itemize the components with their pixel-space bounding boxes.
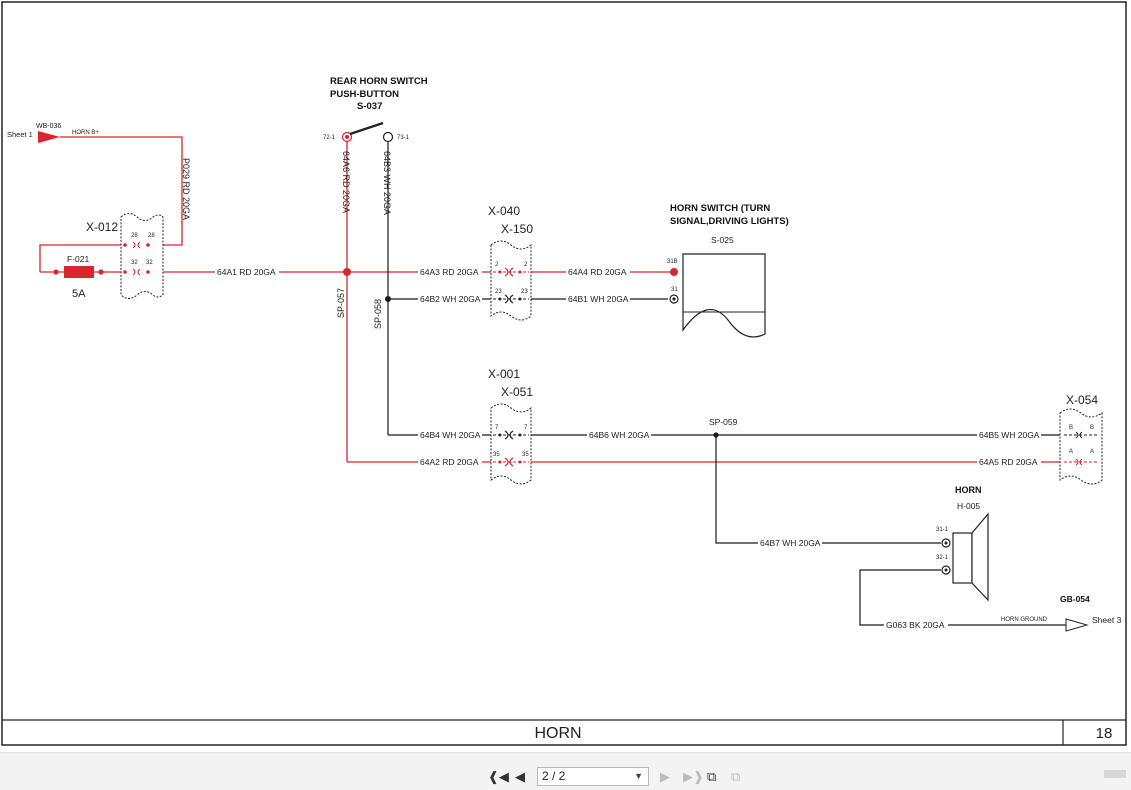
sheet-border	[1, 1, 1127, 746]
wire-label-g063: G063 BK 20GA	[886, 620, 945, 630]
svg-text:72-1: 72-1	[323, 135, 336, 141]
connector-x001-x051: X-001 X-051 7 7 35 35	[488, 367, 533, 485]
chevron-down-icon: ▼	[634, 771, 643, 781]
wire-label-64a3: 64A3 RD 20GA	[420, 267, 479, 277]
sheet-page-number: 18	[1096, 725, 1113, 742]
wire-label-64b2: 64B2 WH 20GA	[420, 294, 481, 304]
offsheet-arrow-sheet1	[38, 131, 60, 143]
svg-text:A: A	[1069, 449, 1073, 455]
wire-label-64b7: 64B7 WH 20GA	[760, 538, 821, 548]
fuse-id-label: F-021	[67, 254, 89, 264]
svg-text:7: 7	[524, 425, 528, 431]
fuse-f021: F-021 5A	[53, 254, 104, 300]
connector-x040-x150: X-040 X-150 2 2 23 23	[488, 204, 533, 321]
horn-bplus-label: HORN B+	[72, 130, 99, 136]
rear-switch-title-2: PUSH-BUTTON	[330, 89, 399, 100]
svg-text:32-1: 32-1	[936, 555, 949, 561]
horn-switch-id: S-025	[711, 235, 734, 245]
svg-text:7: 7	[495, 425, 499, 431]
svg-text:32: 32	[146, 260, 153, 266]
x001-label: X-001	[488, 367, 520, 381]
sp059-label: SP-059	[709, 417, 738, 427]
diagram-title: HORN	[534, 725, 581, 742]
wire-labels: 64A1 RD 20GA 64A3 RD 20GA 64A4 RD 20GA 6…	[215, 266, 1041, 630]
svg-text:B: B	[1069, 425, 1073, 431]
rear-switch-title-1: REAR HORN SWITCH	[330, 76, 428, 87]
horn-switch-title-1: HORN SWITCH (TURN	[670, 203, 770, 214]
horn-title: HORN	[955, 485, 982, 495]
svg-text:28: 28	[148, 233, 155, 239]
horn-id: H-005	[957, 501, 980, 511]
first-page-button[interactable]: ❰◀	[488, 769, 509, 784]
connector-x012: X-012 28 28 32 32	[86, 213, 164, 299]
page-indicator: 2 / 2	[542, 769, 566, 783]
wire-label-64a6: 64A6 RD 20GA	[341, 151, 351, 213]
wire-label-64a5: 64A5 RD 20GA	[979, 457, 1038, 467]
splice-sp058	[385, 296, 391, 302]
rear-switch-id: S-037	[357, 101, 382, 112]
rear-horn-switch-s037: REAR HORN SWITCH PUSH-BUTTON S-037 72-1 …	[323, 76, 428, 143]
svg-text:23: 23	[495, 289, 502, 295]
wire-label-64b4: 64B4 WH 20GA	[420, 430, 481, 440]
svg-text:A: A	[1090, 449, 1094, 455]
x051-label: X-051	[501, 385, 533, 399]
svg-text:31-1: 31-1	[936, 527, 949, 533]
horn-h005: HORN H-005 31-1 32-1	[936, 485, 989, 602]
next-page-button[interactable]: ▶	[660, 769, 670, 784]
offsheet-arrow-sheet3	[1065, 618, 1089, 632]
pdf-viewer-toolbar: ❰◀ ◀ 2 / 2 ▼ ▶ ▶❱ ⧉ ⧉	[0, 752, 1131, 790]
connector-x054: X-054 B B A A	[1059, 393, 1103, 485]
splice-sp057	[343, 268, 351, 276]
svg-text:23: 23	[521, 289, 528, 295]
wire-label-64b5: 64B5 WH 20GA	[979, 430, 1040, 440]
splice-sp059	[713, 432, 719, 438]
fuse-rating-label: 5A	[72, 288, 86, 300]
x150-label: X-150	[501, 222, 533, 236]
svg-text:31: 31	[671, 287, 678, 293]
wire-label-64b3: 64B3 WH 20GA	[382, 151, 392, 215]
svg-text:73-1: 73-1	[397, 135, 410, 141]
x040-label: X-040	[488, 204, 520, 218]
svg-text:32: 32	[131, 260, 138, 266]
x054-label: X-054	[1066, 393, 1098, 407]
two-page-view-icon[interactable]: ⧉	[731, 769, 741, 784]
resize-grip-icon	[1104, 770, 1126, 778]
wire-label-64a4: 64A4 RD 20GA	[568, 267, 627, 277]
page-select[interactable]: 2 / 2 ▼	[537, 767, 649, 786]
horn-switch-s025: HORN SWITCH (TURN SIGNAL,DRIVING LIGHTS)…	[667, 203, 789, 338]
wb-036-label: WB-036	[36, 123, 61, 130]
horn-ground-label: HORN GROUND	[1001, 617, 1048, 623]
offsheet-label-sheet3: Sheet 3	[1092, 615, 1122, 625]
wire-label-64a1: 64A1 RD 20GA	[217, 267, 276, 277]
sp058-label: SP-058	[373, 299, 383, 329]
svg-text:2: 2	[524, 262, 528, 268]
single-page-view-icon[interactable]: ⧉	[707, 769, 717, 784]
horn-switch-title-2: SIGNAL,DRIVING LIGHTS)	[670, 216, 789, 227]
x012-label: X-012	[86, 220, 118, 234]
wire-label-64b6: 64B6 WH 20GA	[589, 430, 650, 440]
wire-label-p029: P029 RD 20GA	[181, 158, 191, 220]
offsheet-label-sheet1: Sheet 1	[7, 130, 33, 139]
sp057-label: SP-057	[336, 288, 346, 318]
previous-page-button[interactable]: ◀	[515, 769, 525, 784]
last-page-button[interactable]: ▶❱	[683, 769, 704, 784]
ground-gb054-label: GB-054	[1060, 594, 1090, 604]
svg-text:28: 28	[131, 233, 138, 239]
svg-text:31B: 31B	[667, 259, 678, 265]
svg-text:B: B	[1090, 425, 1094, 431]
wire-label-64a2: 64A2 RD 20GA	[420, 457, 479, 467]
svg-text:35: 35	[522, 452, 529, 458]
svg-text:35: 35	[493, 452, 500, 458]
wire-label-64b1: 64B1 WH 20GA	[568, 294, 629, 304]
svg-text:2: 2	[495, 262, 499, 268]
